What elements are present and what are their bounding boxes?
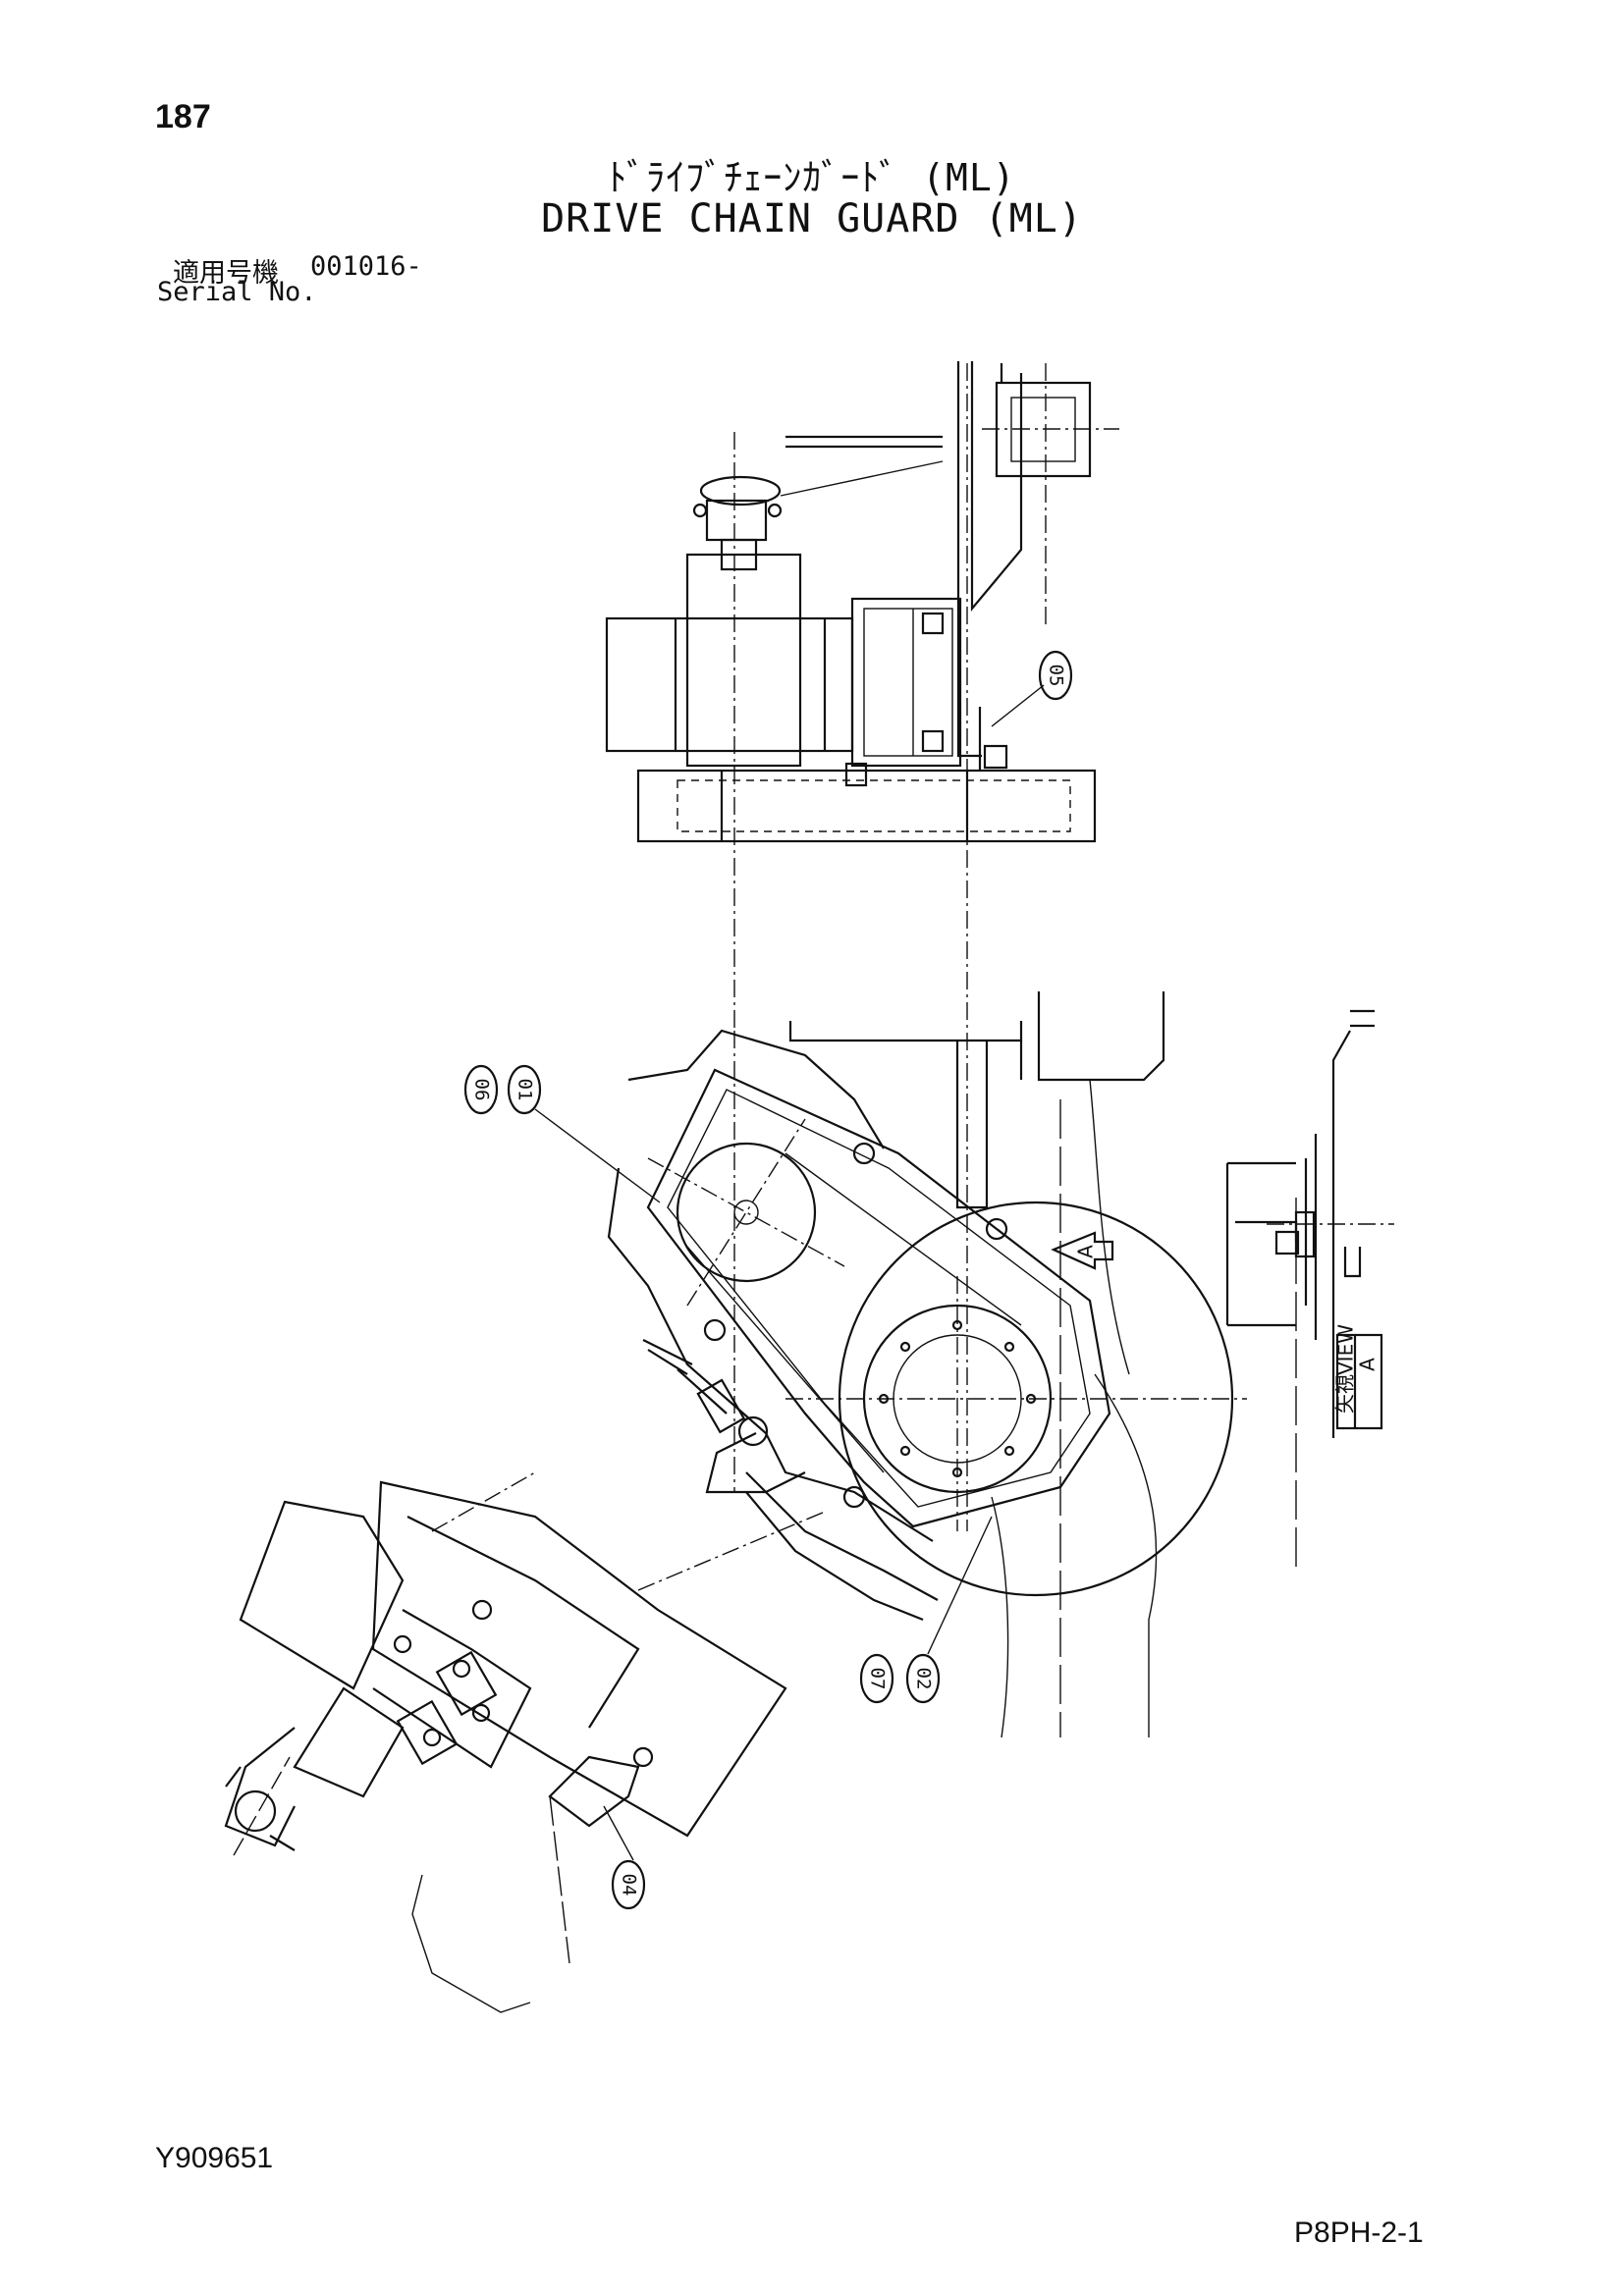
view-a-stub [1350, 1009, 1375, 1028]
frame-post [956, 361, 982, 758]
upper-sprocket [676, 1142, 817, 1283]
gear-housing-lower [607, 1167, 934, 1542]
drive-housing [372, 1609, 532, 1769]
post [955, 1041, 989, 1209]
callout-05: 05 [1038, 650, 1073, 701]
title-japanese: ﾄﾞﾗｲﾌﾞﾁｪｰﾝｶﾞｰﾄﾞ (ML) [608, 156, 1016, 199]
chain-case-side [850, 597, 962, 768]
chain-guard: A [607, 1029, 1114, 1622]
track-curve-inner [991, 1496, 1009, 1738]
view-a-edge [1331, 1030, 1351, 1438]
bolt-05 [983, 744, 1008, 770]
base-plate-lower [371, 1480, 787, 1838]
callout-06: 06 [463, 1064, 499, 1115]
motor-cap-lower [224, 1727, 296, 1847]
view-a-frame [1304, 1134, 1318, 1340]
track-curve [1094, 1373, 1158, 1737]
callout-05-label: 05 [1046, 665, 1067, 687]
bolt-head [767, 503, 783, 518]
callout-02-label: 02 [913, 1668, 935, 1690]
callout-07: 07 [859, 1653, 894, 1704]
view-a-bolt [1294, 1210, 1316, 1258]
gear-mount [705, 1432, 806, 1494]
bolt [632, 1746, 654, 1768]
motor-lower [293, 1686, 405, 1798]
gear-housing [627, 1029, 885, 1149]
hose-fittings [642, 1339, 728, 1415]
leader-04 [603, 1805, 634, 1861]
callout-04-label: 04 [619, 1874, 640, 1896]
page-number: 187 [155, 98, 211, 135]
lower-frame [411, 1874, 531, 2013]
chain-guard-cover-02 [646, 1068, 1111, 1528]
chain-guard-inner [667, 1089, 1091, 1508]
sprocket-centerline [686, 1118, 806, 1307]
bolt [842, 1485, 866, 1509]
chain-line [686, 1246, 885, 1473]
motor-collar [705, 499, 768, 542]
view-a-plate [1225, 1161, 1296, 1327]
rod-link [780, 460, 944, 497]
bolt [703, 1318, 727, 1342]
upper-sprocket-hub [733, 1200, 759, 1225]
leader-02 [927, 1516, 993, 1655]
callout-07-label: 07 [867, 1668, 889, 1690]
cap-bolts [225, 1766, 296, 1851]
view-arrow [1051, 1231, 1114, 1270]
motor-body [685, 553, 802, 768]
callout-06-label: 06 [471, 1079, 493, 1101]
motor-cap-circle [234, 1789, 277, 1833]
view-a-nut [1274, 1230, 1300, 1255]
callout-02: 02 [905, 1653, 941, 1704]
bolt [471, 1599, 493, 1621]
flange-edge-lower [745, 1491, 924, 1622]
flange-edge [745, 1471, 939, 1601]
view-a-clip [1343, 1247, 1362, 1278]
base-plate-hidden [677, 779, 1071, 832]
view-box-letter: A [1356, 1358, 1380, 1371]
bolt [985, 1217, 1008, 1241]
gearbox-lower [239, 1500, 405, 1690]
bolt [844, 762, 868, 787]
mount-pad [921, 612, 945, 635]
leader-01 [534, 1108, 661, 1203]
chain-guard-04 [548, 1755, 640, 1828]
fitting [737, 1415, 769, 1447]
chain-line [785, 1152, 1022, 1326]
view-box-jp: 矢視 [1333, 1374, 1357, 1414]
callout-04: 04 [611, 1859, 646, 1910]
chain-case-inner [863, 608, 953, 757]
serial-number-value: 001016- [310, 251, 422, 282]
motor-assembly-lower [224, 1471, 826, 2013]
view-label-box [1335, 1333, 1383, 1430]
mount-pad [921, 729, 945, 753]
view-arrow-label: A [1074, 1245, 1098, 1258]
title-english: DRIVE CHAIN GUARD (ML) [541, 196, 1083, 241]
lower-frame-line [549, 1795, 570, 1964]
frame-curve [1089, 1079, 1130, 1375]
callout-01-label: 01 [514, 1079, 536, 1101]
hose-coupling [696, 1378, 746, 1434]
side-view-a: 矢視 VIEW A [1225, 1009, 1394, 1438]
sheet-code: P8PH-2-1 [1294, 2216, 1424, 2249]
document-code: Y909651 [155, 2142, 274, 2174]
frame-top-right [1037, 991, 1165, 1082]
top-view [605, 361, 1119, 1531]
sprocket-centerline [647, 1157, 845, 1267]
view-box-en: VIEW [1334, 1324, 1358, 1375]
bolt [852, 1142, 876, 1165]
serial-label-english: Serial No. [157, 277, 317, 307]
serial-label-japanese: 適用号機 [173, 258, 279, 289]
motor-cap [699, 475, 782, 507]
callout-01: 01 [507, 1064, 542, 1115]
bolt-head [692, 503, 708, 518]
frame-right [785, 991, 1297, 1738]
gearbox-housing [605, 616, 854, 753]
plate-step [406, 1516, 640, 1729]
leader-05 [991, 684, 1045, 727]
crossmember [788, 1021, 1023, 1042]
